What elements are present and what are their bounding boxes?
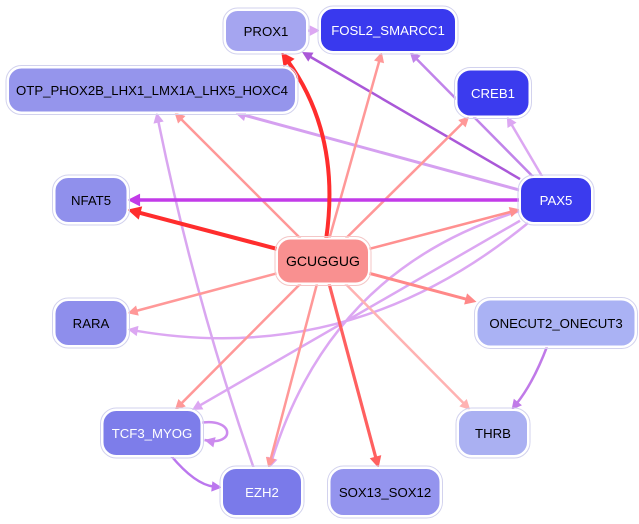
node-pax5[interactable]: PAX5 [517,174,595,226]
node-label: GCUGGUG [286,253,360,269]
node-tcf3[interactable]: TCF3_MYOG [100,407,204,459]
edge-tcf3-tcf3[interactable] [199,420,229,448]
node-otp[interactable]: OTP_PHOX2B_LHX1_LMX1A_LHX5_HOXC4 [5,65,299,115]
node-ezh2[interactable]: EZH2 [219,465,305,519]
edge-pax5-creb1[interactable] [506,116,544,178]
node-label: FOSL2_SMARCC1 [331,23,445,38]
node-onecut2[interactable]: ONECUT2_ONECUT3 [474,297,638,349]
node-rara[interactable]: RARA [52,297,130,349]
edge-gcugug-tcf3[interactable] [174,282,302,411]
edge-gcugug-pax5[interactable] [368,206,520,251]
edge-pax5-prox1[interactable] [302,52,521,181]
node-layer: OTP_PHOX2B_LHX1_LMX1A_LHX5_HOXC4 PROX1 FOS… [5,5,638,519]
edge-layer [127,25,549,492]
node-label: EZH2 [245,485,279,500]
node-creb1[interactable]: CREB1 [454,67,532,119]
node-label: ONECUT2_ONECUT3 [489,316,622,331]
node-label: CREB1 [471,86,515,101]
edge-tcf3-ezh2[interactable] [170,455,222,492]
edge-gcugug-prox1[interactable] [281,52,332,239]
node-gcugug[interactable]: GCUGGUG [274,236,372,286]
node-thrb[interactable]: THRB [455,407,531,459]
node-label: PAX5 [540,193,573,208]
edge-gcugug-onecut2[interactable] [368,271,477,305]
node-label: PROX1 [244,24,289,39]
node-label: THRB [475,426,511,441]
edge-gcugug-creb1[interactable] [344,116,470,240]
edge-gcugug-thrb[interactable] [344,282,471,411]
node-prox1[interactable]: PROX1 [222,7,310,55]
node-sox13[interactable]: SOX13_SOX12 [327,465,443,519]
edge-gcugug-nfat5[interactable] [127,206,278,251]
edge-gcugug-ezh2[interactable] [265,283,319,469]
edge-gcugug-sox13[interactable] [327,283,382,469]
node-label: RARA [73,316,110,331]
node-label: SOX13_SOX12 [339,485,431,500]
edge-onecut2-thrb[interactable] [511,346,549,411]
edge-pax5-tcf3[interactable] [191,219,521,410]
edge-pax5-nfat5[interactable] [127,193,521,207]
node-label: NFAT5 [71,193,111,208]
edge-gcugug-fosl2[interactable] [328,52,385,239]
edge-gcugug-otp[interactable] [174,112,302,240]
node-label: OTP_PHOX2B_LHX1_LMX1A_LHX5_HOXC4 [16,83,288,98]
node-fosl2[interactable]: FOSL2_SMARCC1 [317,5,459,55]
node-label: TCF3_MYOG [112,426,193,441]
node-nfat5[interactable]: NFAT5 [52,174,130,226]
edge-gcugug-rara[interactable] [127,272,278,316]
